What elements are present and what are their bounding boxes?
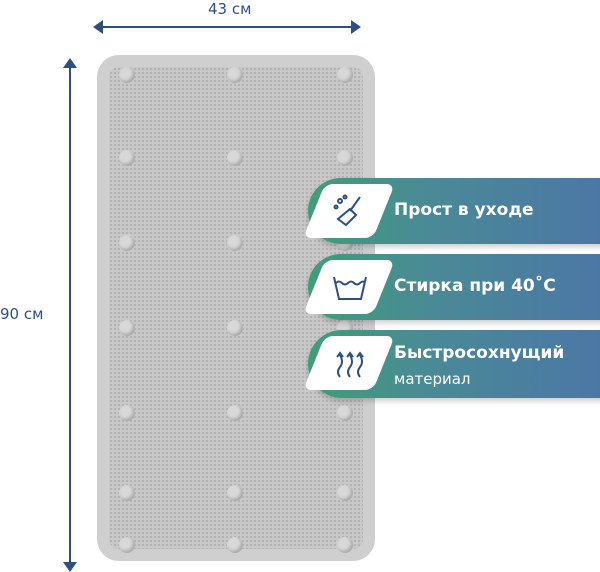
width-label: 43 см xyxy=(208,0,252,18)
suction-cup xyxy=(227,150,243,166)
feature-banner-wash: Стирка при 40˚С xyxy=(303,254,600,320)
feature-title: Стирка при 40˚С xyxy=(394,276,556,296)
suction-cup xyxy=(337,405,353,421)
wash-basin-icon xyxy=(333,276,367,300)
suction-cup xyxy=(227,67,243,83)
suction-cup xyxy=(337,67,353,83)
suction-cup xyxy=(119,235,135,251)
height-arrow xyxy=(63,58,77,572)
suction-cup xyxy=(227,235,243,251)
suction-cup xyxy=(119,405,135,421)
suction-cup xyxy=(227,537,243,553)
feature-banner-easy-care: Прост в уходе xyxy=(303,178,600,244)
width-arrow xyxy=(93,20,361,34)
suction-cup xyxy=(119,537,135,553)
feature-subtitle: материал xyxy=(394,370,471,388)
suction-cup xyxy=(119,67,135,83)
feature-title: Прост в уходе xyxy=(394,200,534,220)
feature-title: Быстросохнущий xyxy=(394,343,565,363)
suction-cup xyxy=(227,405,243,421)
suction-cup xyxy=(119,320,135,336)
suction-cup xyxy=(119,485,135,501)
steam-icon xyxy=(336,351,364,378)
suction-cup xyxy=(227,320,243,336)
feature-banner-quick-dry: Быстросохнущий материал xyxy=(303,330,600,398)
suction-cup xyxy=(337,150,353,166)
suction-cup xyxy=(337,537,353,553)
suction-cup xyxy=(337,485,353,501)
suction-cup xyxy=(119,150,135,166)
broom-icon xyxy=(333,194,361,227)
height-label: 90 см xyxy=(0,305,44,323)
suction-cup xyxy=(227,485,243,501)
